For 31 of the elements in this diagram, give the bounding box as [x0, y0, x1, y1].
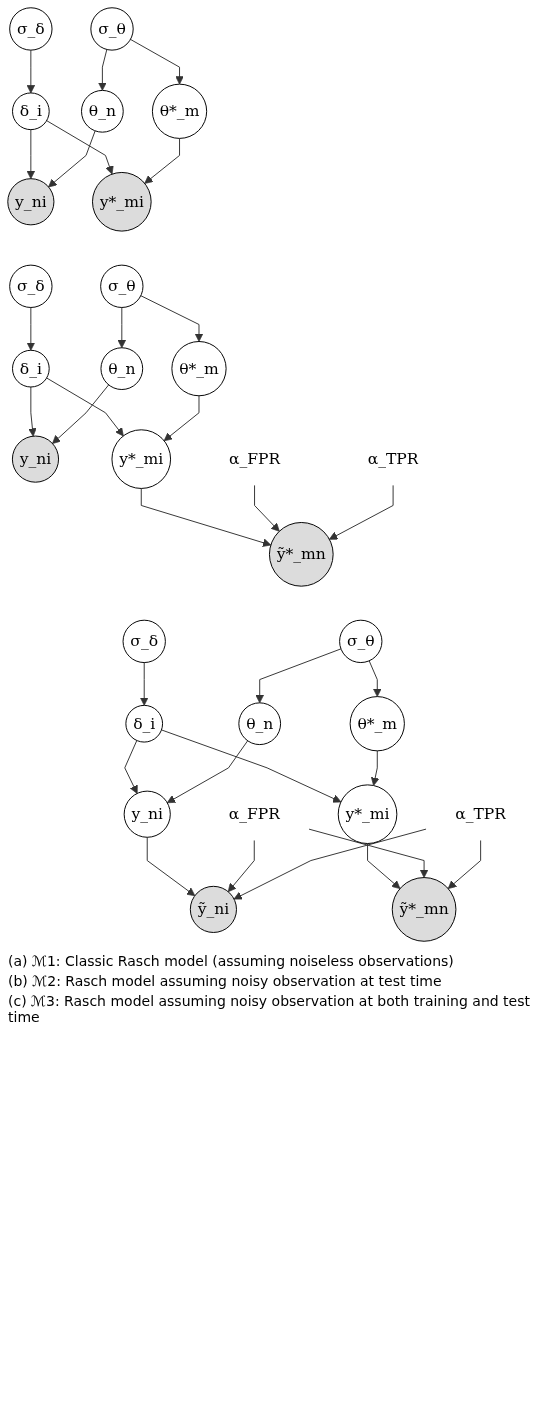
node-circle: θ_n [100, 347, 144, 390]
node-circle: σ_δ [9, 7, 53, 51]
figure-caption: (c) ℳ3: Rasch model assuming noisy observation at both training and test time [8, 993, 531, 1026]
node-circle: y_ni [11, 435, 60, 483]
node-circle: δ_i [12, 349, 50, 388]
node-text: α_TPR [455, 804, 507, 823]
node-text: α_FPR [228, 804, 280, 823]
node-circle: θ_n [81, 89, 124, 133]
node-circle: σ_δ [9, 264, 53, 308]
node-circle: σ_θ [339, 619, 383, 664]
node-circle: ỹ_ni [189, 885, 237, 933]
node-circle: ỹ*_mn [268, 522, 334, 587]
node-circle: δ_i [12, 92, 50, 131]
node-circle: σ_δ [122, 619, 166, 664]
node-circle: σ_θ [90, 7, 134, 51]
node-circle: ỹ*_mn [391, 877, 457, 942]
node-circle: σ_θ [100, 264, 144, 308]
node-circle: y_ni [7, 178, 55, 226]
node-circle: θ_n [238, 702, 282, 746]
node-text: α_TPR [367, 449, 419, 468]
node-circle: θ*_m [349, 696, 405, 752]
figure-caption: (b) ℳ2: Rasch model assuming noisy observation at test time [8, 973, 443, 990]
node-circle: y_ni [123, 790, 171, 838]
node-circle: θ*_m [171, 341, 227, 397]
node-circle: θ*_m [151, 83, 208, 139]
node-circle: y*_mi [92, 171, 152, 232]
node-circle: y*_mi [337, 784, 398, 844]
node-text: α_FPR [228, 449, 281, 468]
figure-caption: (a) ℳ1: Classic Rasch model (assuming noiseless observations) [8, 953, 455, 970]
node-circle: y*_mi [111, 429, 172, 489]
node-circle: δ_i [125, 704, 164, 743]
